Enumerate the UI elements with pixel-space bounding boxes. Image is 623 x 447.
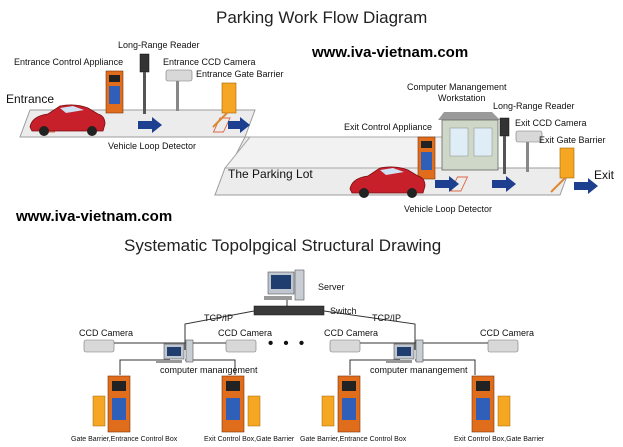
box-label-2: Exit Control Box,Gate Barrier: [204, 436, 295, 443]
long-range-reader-label-1: Long-Range Reader: [118, 40, 200, 50]
parking-lot-label: The Parking Lot: [228, 167, 313, 181]
computer-management-label-right: computer manangement: [370, 365, 468, 375]
entrance-control-appliance: [105, 70, 124, 114]
exit-gate-label: Exit Gate Barrier: [539, 135, 606, 145]
exit-gate-barrier: [550, 147, 575, 193]
ccd-camera: [225, 339, 257, 353]
box-label-4: Exit Control Box,Gate Barrier: [454, 436, 545, 443]
box-label-1: Gate Barrier,Entrance Control Box: [71, 436, 178, 443]
entrance-ccd-label: Entrance CCD Camera: [163, 57, 256, 67]
entrance-ccd-camera: [165, 69, 193, 111]
direction-arrow: [492, 176, 516, 192]
ccd-camera-label-2: CCD Camera: [218, 328, 273, 338]
ccd-camera-label-1: CCD Camera: [79, 328, 134, 338]
workstation-label: Workstation: [438, 93, 486, 103]
workstation-booth: [438, 112, 500, 171]
gate-control-box: [321, 375, 361, 433]
entrance-gate-barrier: [212, 82, 237, 128]
gate-control-box: [471, 375, 511, 433]
ccd-camera-label-3: CCD Camera: [324, 328, 379, 338]
direction-arrow: [138, 117, 162, 133]
direction-arrow: [435, 176, 459, 192]
topology-title: Systematic Topolpgical Structural Drawin…: [124, 236, 442, 255]
entrance-label: Entrance: [6, 92, 55, 106]
vehicle-loop-label-2: Vehicle Loop Detector: [404, 204, 493, 214]
website-url-mid: www.iva-vietnam.com: [16, 208, 173, 225]
ccd-camera: [487, 339, 519, 353]
ccd-camera: [83, 339, 115, 353]
switch-label: Switch: [330, 306, 357, 316]
direction-arrow: [228, 117, 250, 133]
entrance-gate-label: Entrance Gate Barrier: [196, 69, 284, 79]
loop-detector-marker: [212, 117, 231, 133]
ellipsis-left: • • •: [268, 335, 308, 352]
network-lines: [100, 310, 500, 375]
direction-arrow: [574, 178, 598, 194]
exit-ccd-camera: [515, 130, 543, 172]
exit-car: [349, 166, 426, 198]
exit-label: Exit: [594, 168, 615, 182]
entrance-car: [29, 104, 106, 136]
ccd-camera: [329, 339, 361, 353]
exit-ccd-label: Exit CCD Camera: [515, 118, 587, 128]
management-computer: [386, 339, 424, 363]
ccd-camera-label-4: CCD Camera: [480, 328, 535, 338]
gate-control-box: [92, 375, 131, 433]
exit-control-appliance: [417, 136, 436, 180]
long-range-reader-label-2: Long-Range Reader: [493, 101, 575, 111]
management-computer: [156, 339, 194, 363]
tcpip-label-left: TCP/IP: [204, 313, 234, 323]
vehicle-loop-label-1: Vehicle Loop Detector: [108, 141, 197, 151]
long-range-reader: [139, 53, 150, 114]
flow-title: Parking Work Flow Diagram: [216, 8, 428, 27]
long-range-reader: [499, 117, 510, 174]
website-url-top: www.iva-vietnam.com: [312, 44, 469, 61]
server-computer: [264, 269, 305, 301]
server-label: Server: [318, 282, 345, 292]
entrance-control-label: Entrance Control Appliance: [14, 57, 124, 67]
tcpip-label-right: TCP/IP: [372, 313, 402, 323]
box-label-3: Gate Barrier,Entrance Control Box: [300, 436, 407, 443]
computer-management-label: Computer Manangement: [407, 82, 507, 92]
network-switch: [253, 305, 325, 316]
gate-control-box: [221, 375, 261, 433]
computer-management-label-left: computer manangement: [160, 365, 258, 375]
exit-control-label: Exit Control Appliance: [344, 122, 433, 132]
